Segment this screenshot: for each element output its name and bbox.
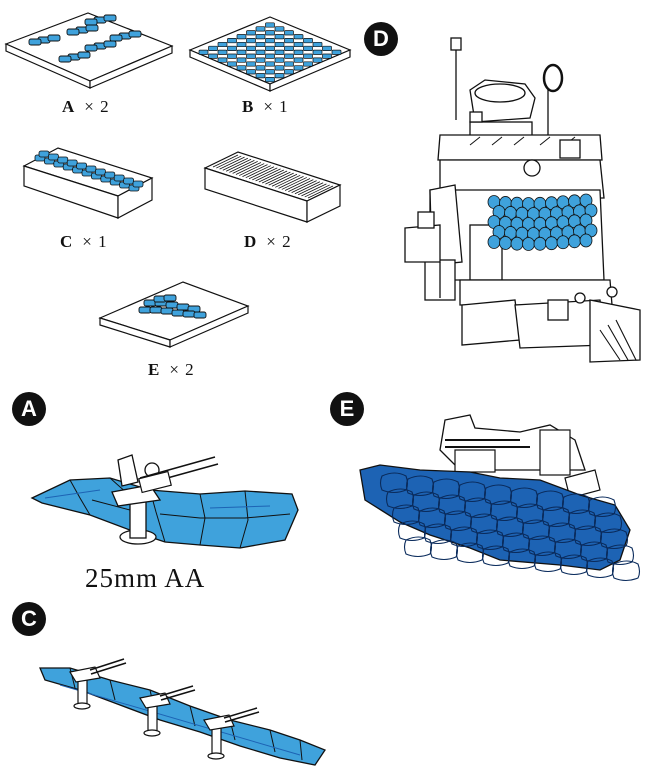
twin-aa-sandbag-illustration (359, 414, 641, 582)
part-letter: E (148, 360, 160, 379)
bridge-sandbag-wall (487, 193, 598, 251)
badge-e: E (330, 392, 364, 426)
part-label-b: B × 1 (242, 97, 289, 117)
part-quantity: × 1 (263, 97, 289, 116)
part-b-plate (188, 16, 352, 92)
part-quantity: × 2 (266, 232, 292, 251)
part-letter: B (242, 97, 254, 116)
part-c-sandbags (34, 150, 144, 192)
part-quantity: × 2 (84, 97, 110, 116)
part-label-d: D × 2 (244, 232, 292, 252)
aa-gun-2 (139, 685, 196, 737)
aa-gun-3 (203, 707, 260, 760)
part-letter: C (60, 232, 73, 251)
part-a-plate (4, 12, 174, 89)
part-quantity: × 1 (82, 232, 108, 251)
bridge-structure-illustration (404, 37, 641, 363)
triple-aa-sandbag-illustration (39, 658, 326, 766)
part-label-c: C × 1 (60, 232, 108, 252)
part-b-sandbag-grid (198, 22, 342, 83)
caption-25mm-aa: 25mm AA (85, 563, 206, 593)
badge-d: D (364, 22, 398, 56)
part-e-plate (98, 281, 250, 348)
part-quantity: × 2 (169, 360, 195, 379)
aa-gun-sandbag-illustration (30, 454, 299, 549)
badge-a: A (12, 392, 46, 426)
part-label-e: E × 2 (148, 360, 195, 380)
part-letter: A (62, 97, 75, 116)
badge-c: C (12, 602, 46, 636)
part-d-block (203, 151, 342, 223)
part-letter: D (244, 232, 257, 251)
part-label-a: A × 2 (62, 97, 110, 117)
aa-gun-1 (69, 658, 127, 710)
part-d-hatching (212, 154, 334, 199)
part-c-block (22, 147, 154, 219)
